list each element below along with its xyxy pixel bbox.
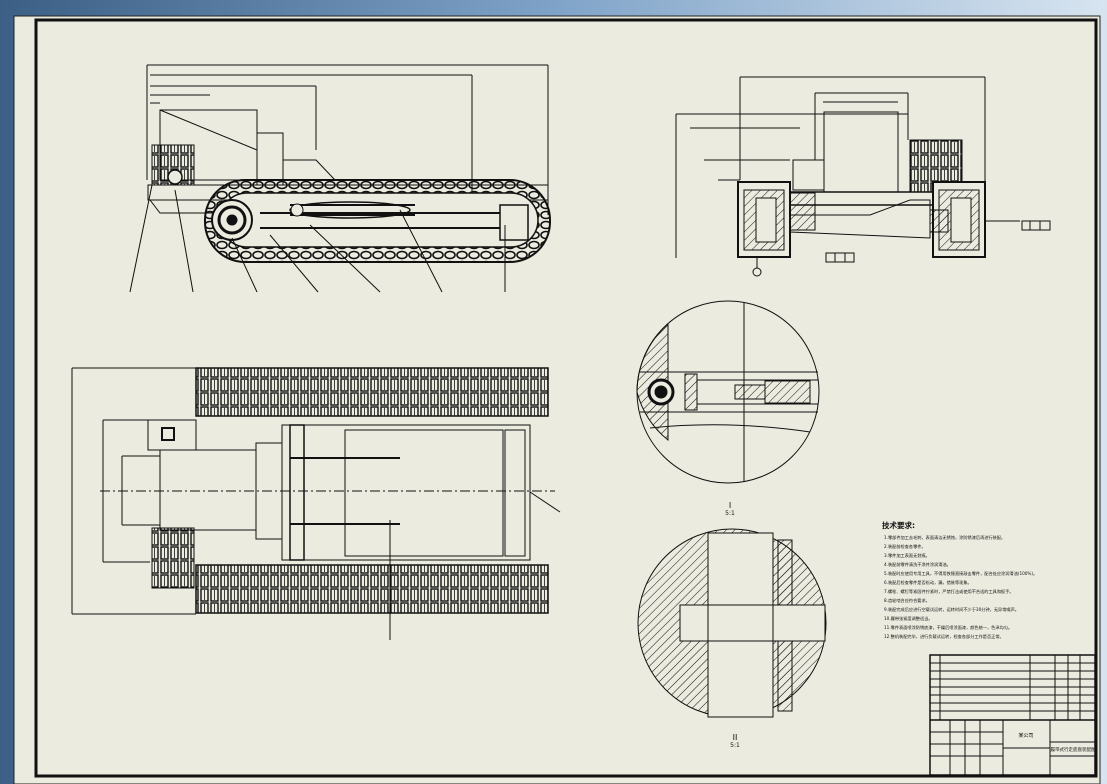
front-view — [129, 64, 551, 293]
tech-req-title: 技术要求: — [882, 520, 915, 530]
top-view — [71, 367, 561, 640]
detail-view-1: I 5:1 — [636, 300, 820, 517]
tech-req-line: 9.装配完成后应进行空载试运转，运转时间不少于30分钟，无异常噪声。 — [884, 606, 1019, 613]
tech-req-line: 6.装配后检查零件是否松动，漏，错装等现象。 — [884, 579, 972, 586]
technical-requirements: 技术要求: 1.零部件加工去毛刺，表面清洁无锈蚀，涂防锈漆后再进行装配。 2.装… — [882, 520, 1037, 640]
tech-req-line: 4.装配前零件清洗干净并涂润滑油。 — [884, 561, 951, 568]
tech-req-line: 3.零件加工表面无划痕。 — [884, 552, 930, 559]
drawing-frame — [34, 18, 1098, 778]
title-block: 某公司 履带式行走底盘装配图 — [929, 654, 1096, 776]
company-name: 某公司 — [1018, 733, 1033, 739]
detail-scale-2: 5:1 — [730, 742, 740, 749]
detail-label-2: II — [733, 733, 738, 742]
tech-req-line: 8.齿轮啮合应符合要求。 — [884, 597, 930, 604]
tech-req-line: 10.履带张紧度调整适当。 — [884, 615, 933, 622]
side-view — [675, 76, 1051, 277]
tech-req-line: 2.装配前检查各零件。 — [884, 543, 926, 550]
tech-req-line: 7.螺栓、螺钉等紧固件拧紧时，严禁打击或使用不合适的工具和扳手。 — [884, 588, 1014, 595]
tech-req-line: 11.零件表面喷涂防锈底漆，干燥后喷涂面漆，颜色统一，色泽均匀。 — [884, 624, 1012, 631]
tech-req-line: 1.零部件加工去毛刺，表面清洁无锈蚀，涂防锈漆后再进行装配。 — [884, 534, 1005, 541]
tech-req-line: 12.整机装配完毕，进行负载试运转，检查各部分工作是否正常。 — [884, 633, 1004, 640]
tech-req-line: 5.装配时应使用专用工具，不得用铁锤直接敲击零件，配合处应涂润滑油(100%)。 — [884, 570, 1037, 577]
detail-view-2: II 5:1 — [637, 528, 827, 749]
detail-label-1: I — [729, 501, 731, 510]
detail-scale-1: 5:1 — [725, 510, 735, 517]
drawing-name: 履带式行走底盘装配图 — [1051, 746, 1096, 753]
